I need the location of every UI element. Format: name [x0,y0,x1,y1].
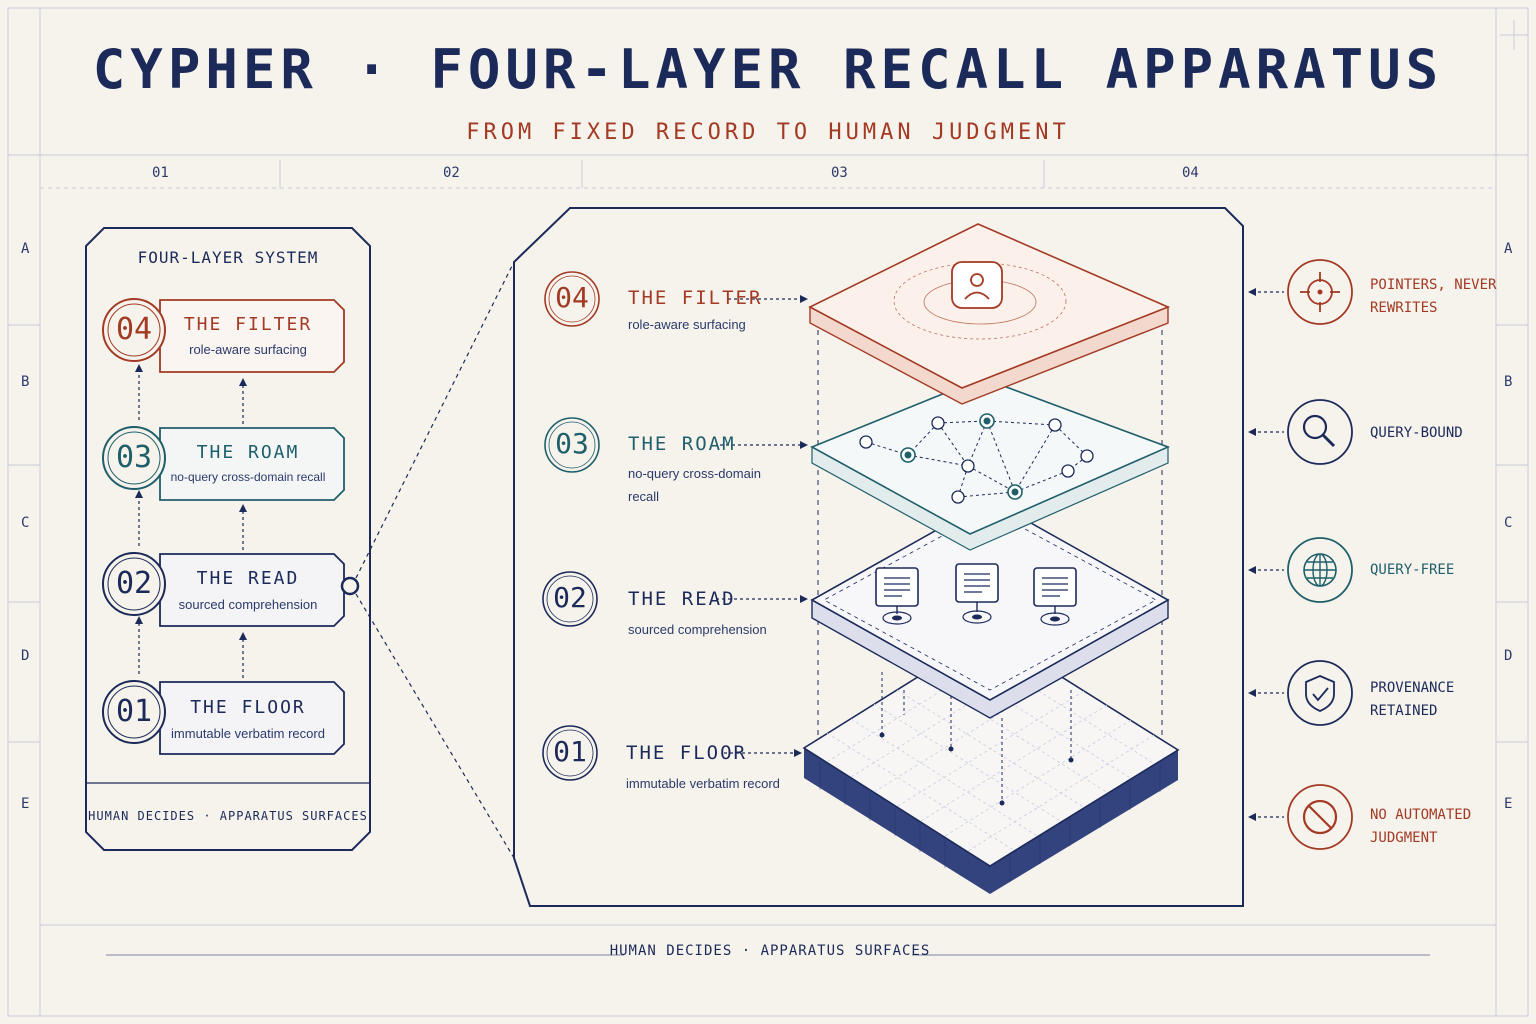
exploded-number-02: 02 [553,581,587,614]
overview-name-01: THE FLOOR [190,697,306,718]
exploded-desc-04: role-aware surfacing [628,317,746,332]
filter-slab [808,223,1171,405]
overview-arrowheads [135,364,247,640]
column-label-1: 01 [152,165,169,181]
property-pointers: POINTERS, NEVER REWRITES [1370,277,1497,316]
overview-number-01: 01 [115,694,153,729]
layer-leader-heads [794,295,808,757]
exploded-desc-02: sourced comprehension [628,622,767,637]
exploded-number-01: 01 [553,735,587,768]
overview-name-03: THE ROAM [196,442,300,463]
exploded-name-03: THE ROAM [628,433,736,455]
prohibited-icon [1287,784,1353,850]
overview-name-04: THE FILTER [183,314,313,335]
exploded-badge-02 [542,571,598,627]
network-icon [865,420,1088,498]
floor-slab [802,631,1180,894]
grid-guides [8,8,1528,1016]
layer-leaders [716,298,800,754]
column-label-3: 03 [831,165,848,181]
document-icon [955,563,999,624]
page-subtitle: FROM FIXED RECORD TO HUMAN JUDGMENT [466,120,1070,145]
row-label-c-left: C [21,515,30,531]
overview-desc-02: sourced comprehension [178,597,318,612]
document-icon [1033,567,1077,626]
exploded-badge-03 [544,417,600,473]
property-no-automated-judgment: NO AUTOMATED JUDGMENT [1370,807,1472,846]
row-label-d-left: D [21,648,30,664]
overview-panel-title: FOUR-LAYER SYSTEM [137,248,319,267]
overview-card-01 [102,680,345,755]
exploded-name-01: THE FLOOR [626,742,747,764]
property-query-bound: QUERY-BOUND [1370,425,1463,441]
property-query-free: QUERY-FREE [1370,562,1455,578]
property-leader-heads [1248,288,1256,821]
overview-card-02 [102,552,345,627]
column-label-2: 02 [443,165,460,181]
exploded-desc-01: immutable verbatim record [626,776,780,791]
search-icon [1287,399,1353,465]
overview-card-04 [102,298,345,373]
shield-check-icon [1287,660,1353,726]
exploded-name-02: THE READ [628,588,736,610]
exploded-panel-border [513,207,1244,907]
overview-panel-border [85,227,371,851]
overview-name-02: THE READ [196,568,300,589]
overview-desc-01: immutable verbatim record [171,726,325,741]
property-leaders [1258,291,1284,818]
person-icon [951,261,1003,309]
overview-desc-04: role-aware surfacing [189,342,307,357]
roam-slab [810,377,1171,551]
column-label-4: 04 [1182,165,1199,181]
exploded-badge-01 [542,725,598,781]
overview-number-04: 04 [115,312,153,347]
page-title: CYPHER · FOUR-LAYER RECALL APPARATUS [92,38,1444,101]
overview-number-02: 02 [115,566,153,601]
property-provenance: PROVENANCE RETAINED [1370,680,1455,719]
row-label-a-left: A [21,241,30,257]
row-label-e-right: E [1504,796,1513,812]
overview-number-03: 03 [115,440,153,475]
crosshair-icon [1287,259,1353,325]
exploded-number-04: 04 [555,281,589,314]
document-icon [875,567,919,625]
zoom-line-top [355,261,515,579]
exploded-desc-03: no-query cross-domain recall [628,466,761,504]
zoom-line-bottom [355,593,515,859]
zoom-node [340,576,360,596]
globe-icon [1287,537,1353,603]
row-label-b-left: B [21,374,30,390]
read-slab [810,499,1170,719]
row-label-b-right: B [1504,374,1513,390]
overview-card-03 [102,426,345,501]
overview-panel-footer: HUMAN DECIDES · APPARATUS SURFACES [88,809,368,823]
row-label-a-right: A [1504,241,1513,257]
exploded-number-03: 03 [555,427,589,460]
row-label-c-right: C [1504,515,1513,531]
exploded-badge-04 [544,271,600,327]
overview-desc-03: no-query cross-domain recall [170,470,326,484]
exploded-name-04: THE FILTER [628,287,763,309]
overview-arrows [138,370,244,678]
row-label-d-right: D [1504,648,1513,664]
row-label-e-left: E [21,796,30,812]
outer-frame [7,7,1529,1017]
page-footer: HUMAN DECIDES · APPARATUS SURFACES [609,943,931,959]
